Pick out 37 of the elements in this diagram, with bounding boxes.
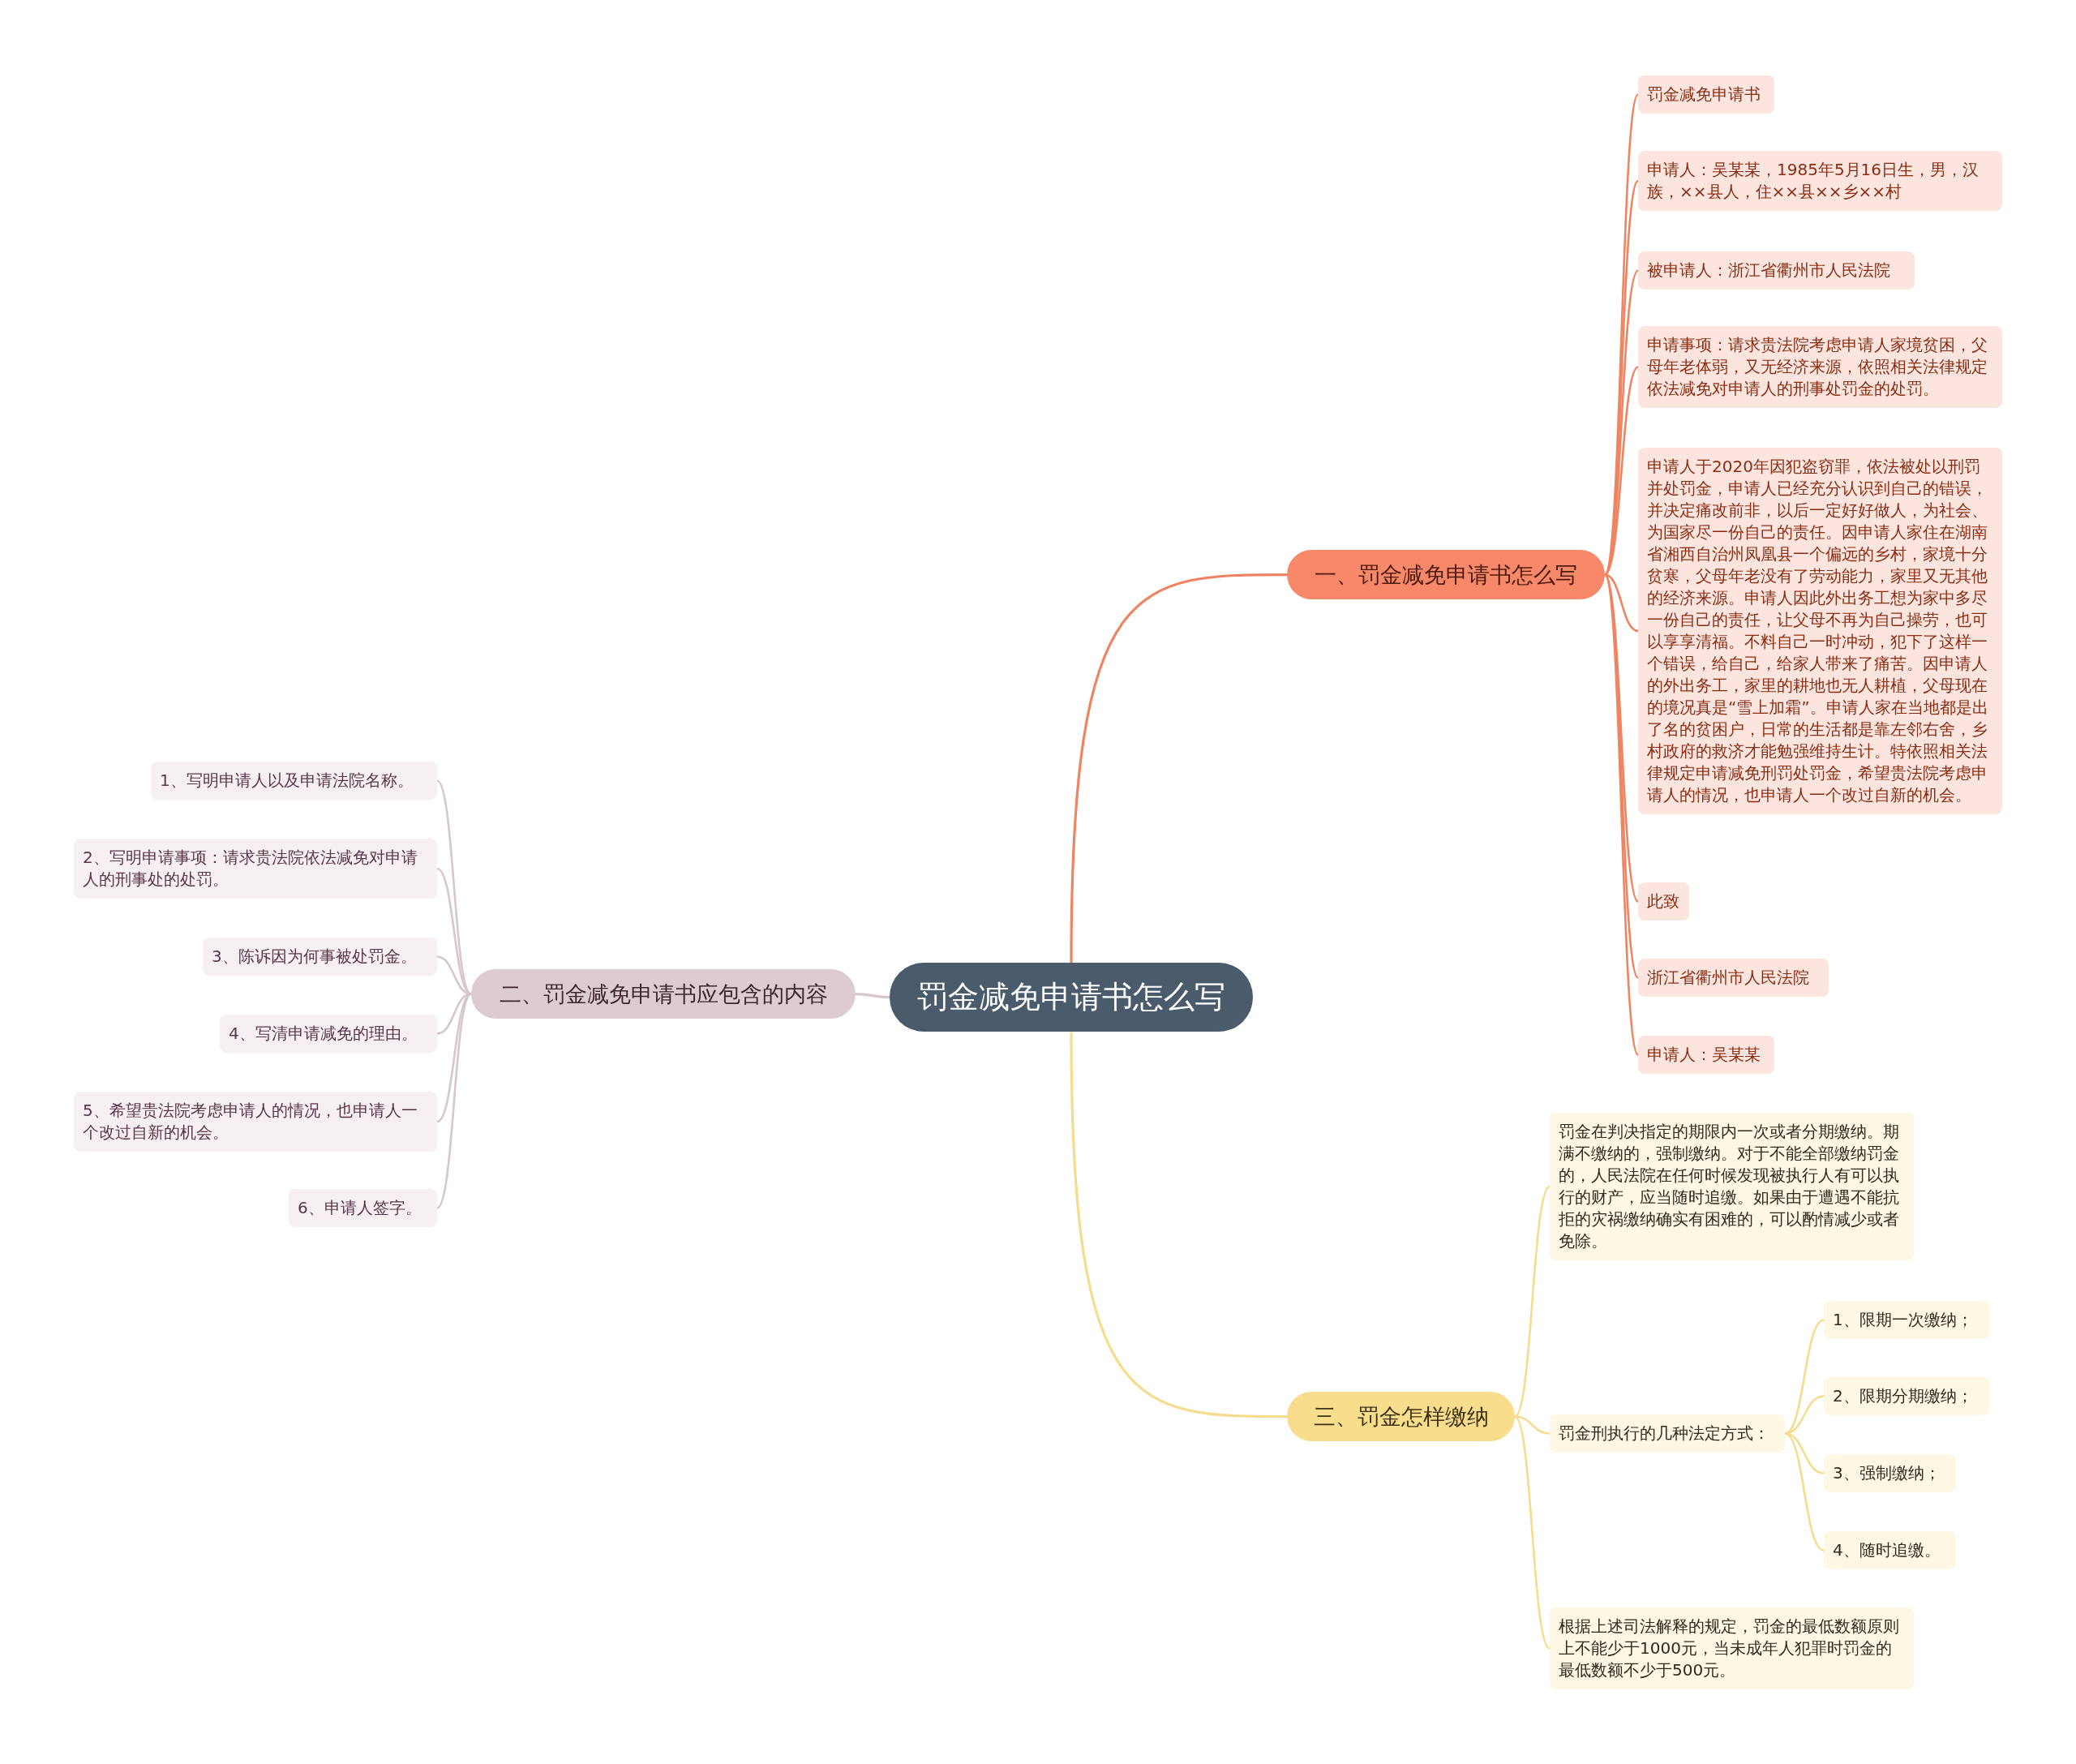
topic-card: 申请人：吴某某 <box>1638 1036 1774 1074</box>
branch-topic: 三、罚金怎样缴纳 <box>1287 1392 1515 1442</box>
connector-line <box>1784 1319 1825 1435</box>
connector-line <box>1070 573 1287 964</box>
topic-card: 2、限期分期缴纳； <box>1824 1377 1989 1415</box>
central-topic: 罚金减免申请书怎么写 <box>890 963 1253 1032</box>
topic-card: 被申请人：浙江省衢州市人民法院 <box>1638 251 1915 290</box>
topic-card: 此致 <box>1638 882 1689 921</box>
connector-line <box>1514 1415 1551 1650</box>
topic-card: 3、陈诉因为何事被处罚金。 <box>203 938 437 976</box>
connector-line <box>436 867 472 995</box>
topic-card: 申请事项：请求贵法院考虑申请人家境贫困，父母年老体弱，又无经济来源，依照相关法律规定依法减免对申请人的刑事处罚金的处罚。 <box>1638 326 2002 408</box>
topic-card: 6、申请人签字。 <box>289 1189 437 1227</box>
topic-card: 罚金减免申请书 <box>1638 75 1774 114</box>
topic-card: 浙江省衢州市人民法院 <box>1638 959 1829 997</box>
topic-card: 根据上述司法解释的规定，罚金的最低数额原则上不能少于1000元，当未成年人犯罪时罚金的最低数额不少于500元。 <box>1550 1607 1914 1689</box>
topic-card: 4、随时追缴。 <box>1824 1531 1956 1569</box>
topic-card: 5、希望贵法院考虑申请人的情况，也申请人一个改过自新的机会。 <box>74 1092 437 1152</box>
topic-card: 申请人于2020年因犯盗窃罪，依法被处以刑罚并处罚金，申请人已经充分认识到自己的错误，并决定痛改前非，以后一定好好做人，为社会、为国家尽一份自己的责任。因申请人家住在湖南省湘西自治州凤凰县一个偏远的乡村，家境十分贫寒，父母年老没有了劳动能力，家里又无其他的经济来源。申请人因此外出务工想为家中多尽一份自己的责任，让父母不再为自己操劳，也可以享享清福。不料自己一时冲动，犯下了这样一个错误，给自己，给家人带来了痛苦。因申请人的外出务工，家里的耕地也无人耕植，父母现在的境况真是“雪上加霜”。申请人家在当地都是出了名的贫困户，日常的生活都是靠左邻右舍，乡村政府的救济才能勉强维持生计。特依照相关法律规定申请减免刑罚处罚金，希望贵法院考虑申请人的情况，也申请人一个改过自新的机会。 <box>1638 448 2002 814</box>
topic-card: 罚金刑执行的几种法定方式： <box>1550 1414 1785 1453</box>
connector-line <box>1070 1032 1287 1418</box>
topic-card: 4、写清申请减免的理由。 <box>220 1015 437 1053</box>
topic-card: 3、强制缴纳； <box>1824 1454 1956 1492</box>
branch-topic: 二、罚金减免申请书应包含的内容 <box>471 969 856 1019</box>
branch-topic: 一、罚金减免申请书怎么写 <box>1287 550 1605 600</box>
connector-line <box>1784 1432 1825 1552</box>
connector-line <box>1604 573 1639 633</box>
topic-card: 2、写明申请事项：请求贵法院依法减免对申请人的刑事处的处罚。 <box>74 839 437 899</box>
connector-line <box>1514 1186 1551 1418</box>
topic-card: 申请人：吴某某，1985年5月16日生，男，汉族，××县人，住××县××乡××村 <box>1638 151 2002 211</box>
connector-line <box>1603 574 1640 1055</box>
topic-card: 1、写明申请人以及申请法院名称。 <box>151 762 437 800</box>
connector-line <box>855 992 890 999</box>
topic-card: 1、限期一次缴纳； <box>1824 1301 1989 1339</box>
topic-card: 罚金在判决指定的期限内一次或者分期缴纳。期满不缴纳的，强制缴纳。对于不能全部缴纳罚金的，人民法院在任何时候发现被执行人有可以执行的财产，应当随时追缴。如果由于遭遇不能抗拒的灾祸缴纳确实有困难的，可以酌情减少或者免除。 <box>1550 1113 1914 1260</box>
connector-line <box>1514 1415 1551 1435</box>
connector-line <box>436 993 472 1209</box>
